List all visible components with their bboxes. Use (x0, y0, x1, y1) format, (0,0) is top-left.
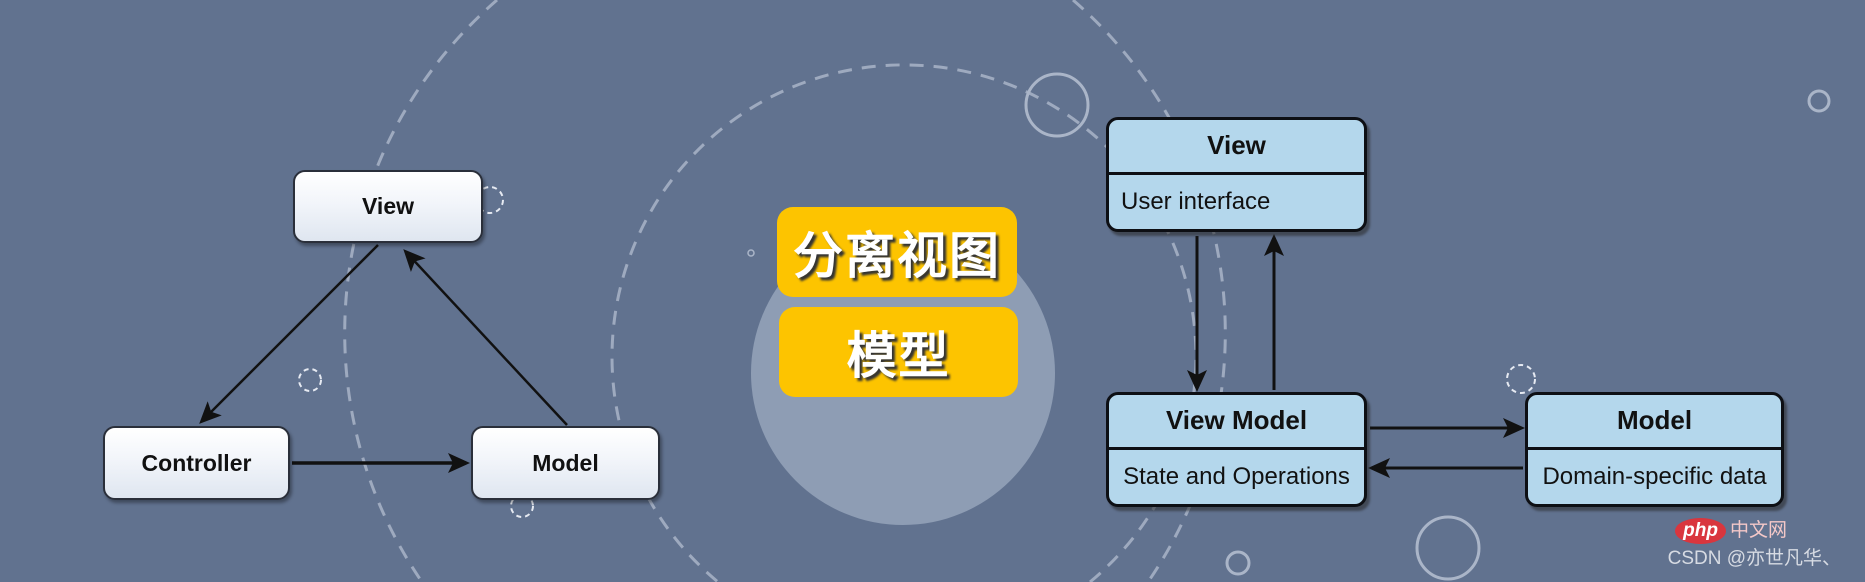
mvvm-model-title: Model (1528, 395, 1781, 450)
label-separate-view: 分离视图 (777, 207, 1017, 297)
mvvm-viewmodel-subtitle: State and Operations (1123, 462, 1350, 490)
outer-orbit-right-arc (1072, 0, 1227, 582)
csdn-watermark: CSDN @亦世凡华、 (1667, 548, 1841, 569)
mvc-controller-box: Controller (103, 426, 290, 500)
mvc-model-label: Model (532, 449, 599, 476)
mvvm-viewmodel-box: View Model State and Operations (1106, 392, 1367, 507)
mvvm-view-title: View (1109, 120, 1364, 175)
arrow-view-to-controller (199, 244, 379, 424)
small-circles (747, 72, 1831, 581)
mvvm-viewmodel-title: View Model (1109, 395, 1364, 450)
mvvm-view-box: View User interface (1106, 117, 1367, 232)
mvvm-model-subtitle: Domain-specific data (1542, 462, 1767, 490)
label-model: 模型 (779, 307, 1018, 397)
mvc-arrows (199, 244, 568, 473)
outer-orbit-left-arc (343, 0, 498, 582)
mvvm-arrows (1187, 234, 1525, 478)
mvvm-model-box: Model Domain-specific data (1525, 392, 1784, 507)
mvc-controller-label: Controller (141, 449, 252, 476)
mvvm-view-subtitle: User interface (1121, 187, 1271, 215)
label-separate-view-text: 分离视图 (793, 228, 1001, 284)
arrow-model-to-view (403, 249, 568, 426)
label-model-text: 模型 (846, 328, 951, 384)
mvc-view-label: View (362, 193, 414, 219)
mvc-model-box: Model (471, 426, 660, 500)
mvc-view-box: View (293, 170, 483, 243)
php-logo: php (1675, 518, 1726, 544)
php-site-name: 中文网 (1729, 520, 1787, 541)
